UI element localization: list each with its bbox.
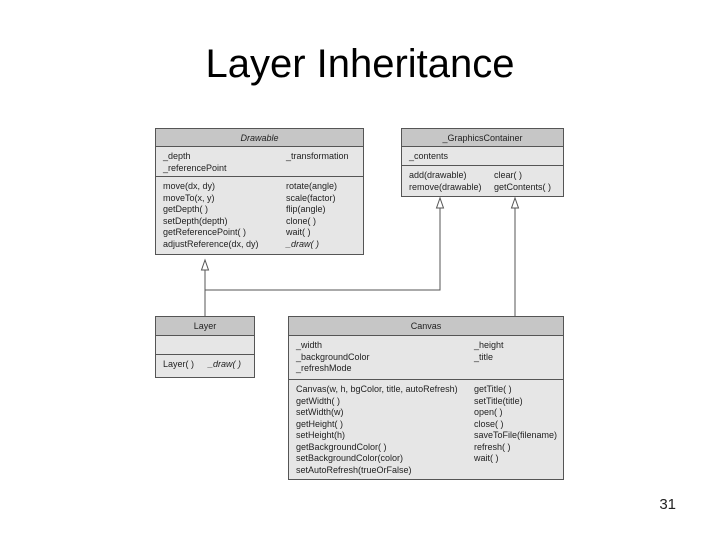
layer-method: Layer( ) [163, 359, 195, 369]
canvas-attr: _width [296, 340, 323, 350]
canvas-attributes: _width _backgroundColor _refreshMode _he… [289, 336, 563, 380]
drawable-inheritance-arrow [200, 258, 210, 271]
canvas-method: getWidth( ) [296, 395, 341, 406]
drawable-method: clone( ) [286, 215, 317, 226]
canvas-method: open( ) [474, 407, 503, 417]
canvas-methods: Canvas(w, h, bgColor, title, autoRefresh… [289, 380, 563, 479]
canvas-method: getBackgroundColor( ) [296, 441, 387, 452]
canvas-attr: _title [474, 351, 494, 362]
drawable-class-name: Drawable [156, 129, 363, 147]
layer-class-box: Layer Layer( ) _draw( ) [155, 316, 255, 378]
drawable-method: adjustReference(dx, dy) [163, 238, 259, 249]
graphics-container-method: remove(drawable) [409, 181, 482, 192]
layer-to-container-connector [205, 208, 441, 291]
canvas-method: setTitle(title) [474, 395, 523, 406]
slide-number: 31 [659, 496, 676, 513]
canvas-method: refresh( ) [474, 441, 511, 452]
drawable-method: scale(factor) [286, 192, 336, 203]
layer-methods: Layer( ) _draw( ) [156, 355, 254, 377]
graphics-container-class-box: _GraphicsContainer _contents add(drawabl… [401, 128, 564, 197]
canvas-method: getHeight( ) [296, 418, 344, 429]
canvas-method: wait( ) [474, 453, 499, 463]
drawable-method: getReferencePoint( ) [163, 227, 247, 237]
canvas-attr: _refreshMode [296, 363, 352, 373]
drawable-method: getDepth( ) [163, 204, 209, 214]
drawable-attr: _transformation [286, 151, 349, 161]
graphics-container-method: add(drawable) [409, 170, 467, 180]
canvas-attr: _height [474, 340, 504, 350]
graphics-container-attr: _contents [409, 151, 449, 161]
canvas-class-box: Canvas _width _backgroundColor _refreshM… [288, 316, 564, 480]
canvas-class-name: Canvas [289, 317, 563, 336]
graphics-container-method: getContents( ) [494, 181, 552, 192]
drawable-class-box: Drawable _depth _referencePoint _transfo… [155, 128, 364, 255]
page-title: Layer Inheritance [205, 42, 515, 86]
drawable-attr: _depth [163, 151, 191, 161]
container-inheritance-arrow-right [510, 196, 520, 209]
drawable-attr: _referencePoint [163, 162, 227, 173]
canvas-method: setBackgroundColor(color) [296, 453, 404, 463]
canvas-method: setAutoRefresh(trueOrFalse) [296, 464, 412, 475]
layer-class-name: Layer [156, 317, 254, 336]
canvas-method: setHeight(h) [296, 430, 346, 440]
drawable-method: _draw( ) [286, 238, 320, 249]
canvas-method: getTitle( ) [474, 384, 512, 394]
layer-method: _draw( ) [208, 359, 242, 369]
graphics-container-class-name: _GraphicsContainer [402, 129, 563, 147]
graphics-container-methods: add(drawable) remove(drawable) clear( ) … [402, 166, 563, 196]
layer-attributes [156, 336, 254, 355]
canvas-method: saveToFile(filename) [474, 430, 558, 440]
drawable-method: move(dx, dy) [163, 181, 216, 191]
drawable-method: flip(angle) [286, 204, 326, 214]
canvas-method: Canvas(w, h, bgColor, title, autoRefresh… [296, 384, 458, 394]
canvas-method: close( ) [474, 418, 504, 429]
drawable-method: wait( ) [286, 227, 311, 237]
drawable-method: setDepth(depth) [163, 215, 228, 226]
graphics-container-attributes: _contents [402, 147, 563, 166]
container-inheritance-arrow-left [435, 196, 445, 209]
canvas-method: setWidth(w) [296, 407, 344, 417]
graphics-container-method: clear( ) [494, 170, 523, 180]
drawable-attributes: _depth _referencePoint _transformation [156, 147, 363, 177]
drawable-method: rotate(angle) [286, 181, 338, 191]
drawable-method: moveTo(x, y) [163, 192, 215, 203]
drawable-methods: move(dx, dy) moveTo(x, y) getDepth( ) se… [156, 177, 363, 254]
canvas-attr: _backgroundColor [296, 351, 370, 362]
